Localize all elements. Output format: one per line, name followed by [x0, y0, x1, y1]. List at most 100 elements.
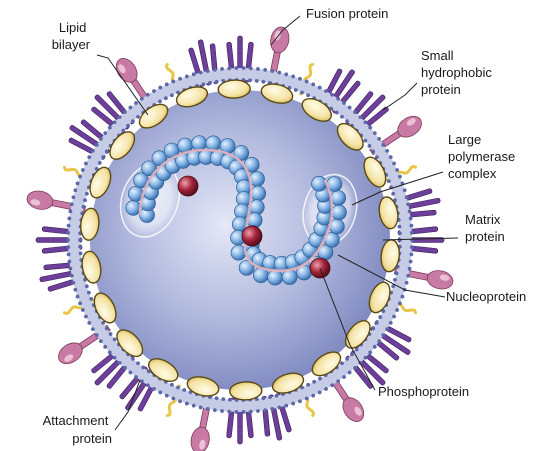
nucleoprotein-bead — [126, 200, 141, 215]
lipid-head — [220, 67, 224, 71]
lipid-head — [170, 93, 174, 97]
lipid-head — [113, 356, 117, 360]
lipid-head — [78, 245, 82, 249]
lipid-head — [202, 82, 206, 86]
lipid-head — [318, 86, 322, 90]
lipid-head — [185, 402, 189, 406]
lipid-head — [141, 366, 145, 370]
lipid-head — [318, 391, 322, 395]
lipid-head — [409, 217, 413, 221]
leader-small-hydrophobic — [383, 83, 417, 110]
lipid-head — [69, 209, 73, 213]
lipid-head — [294, 88, 298, 92]
lipid-head — [305, 80, 309, 84]
lipid-head — [249, 66, 253, 70]
lipid-head — [171, 80, 175, 84]
lipid-head — [375, 321, 379, 325]
lipid-head — [391, 192, 395, 196]
lipid-head — [89, 297, 93, 301]
lipid-head — [72, 281, 76, 285]
lipid-head — [78, 175, 82, 179]
lipid-head — [277, 406, 281, 410]
lipid-head — [67, 224, 71, 228]
label-attachment-protein: Attachment protein — [43, 413, 112, 446]
lipid-head — [405, 195, 409, 199]
lipid-head — [336, 97, 340, 101]
lipid-head — [227, 410, 231, 414]
lipid-head — [353, 366, 357, 370]
label-nucleoprotein: Nucleoprotein — [446, 289, 526, 304]
lipid-head — [101, 155, 105, 159]
lipid-head — [152, 89, 156, 93]
lipid-head — [298, 399, 302, 403]
lipid-head — [406, 274, 410, 278]
lipid-head — [234, 66, 238, 70]
lipid-head — [199, 406, 203, 410]
lipid-head — [118, 361, 122, 365]
lipid-head — [306, 93, 310, 97]
lipid-head — [146, 383, 150, 387]
lipid-head — [342, 101, 346, 105]
lipid-head — [371, 327, 375, 331]
lipid-head — [103, 345, 107, 349]
nucleoprotein-bead — [251, 186, 266, 201]
lipid-head — [73, 188, 77, 192]
lipid-head — [256, 409, 260, 413]
lipid-head — [215, 80, 219, 84]
lipid-head — [324, 387, 328, 391]
lipid-head — [84, 315, 88, 319]
lipid-head — [368, 144, 372, 148]
lipid-head — [409, 260, 413, 264]
lipid-head — [409, 252, 413, 256]
lipid-head — [410, 231, 414, 235]
nucleoprotein-bead — [331, 205, 346, 220]
lipid-head — [99, 137, 103, 141]
lipid-head — [103, 131, 107, 135]
lipid-head — [228, 398, 232, 402]
lipid-head — [72, 195, 76, 199]
lipid-head — [408, 267, 412, 271]
lipid-head — [206, 69, 210, 73]
lipid-head — [373, 131, 377, 135]
lipid-head — [378, 315, 382, 319]
lipid-head — [206, 407, 210, 411]
lipid-head — [76, 182, 80, 186]
lipid-head — [392, 315, 396, 319]
lipid-head — [192, 72, 196, 76]
lipid-head — [342, 375, 346, 379]
lipid-head — [291, 402, 295, 406]
lipid-head — [176, 386, 180, 390]
lipid-head — [126, 124, 130, 128]
lipid-head — [395, 308, 399, 312]
lipid-head — [178, 77, 182, 81]
lipid-head — [318, 377, 322, 381]
lipid-head — [99, 339, 103, 343]
lipid-head — [134, 101, 138, 105]
lipid-head — [340, 115, 344, 119]
lipid-head — [363, 120, 367, 124]
label-phosphoprotein: Phosphoprotein — [378, 384, 469, 399]
lipid-head — [350, 352, 354, 356]
lipid-head — [84, 162, 88, 166]
lipid-head — [345, 119, 349, 123]
lipid-head — [67, 260, 71, 264]
lipid-head — [353, 110, 357, 114]
lipid-head — [408, 209, 412, 213]
phosphoprotein-bead — [242, 226, 262, 246]
lipid-head — [66, 245, 70, 249]
lipid-head — [363, 139, 367, 143]
lipid-head — [67, 217, 71, 221]
lipid-head — [395, 271, 399, 275]
lipid-head — [406, 202, 410, 206]
lipid-head — [261, 80, 265, 84]
lipid-head — [405, 281, 409, 285]
lipid-head — [113, 337, 117, 341]
lipid-head — [330, 93, 334, 97]
lipid-head — [67, 252, 71, 256]
lipid-head — [324, 89, 328, 93]
lipid-head — [128, 371, 132, 375]
lipid-head — [118, 115, 122, 119]
lipid-head — [330, 383, 334, 387]
lipid-head — [221, 397, 225, 401]
lipid-head — [185, 75, 189, 79]
